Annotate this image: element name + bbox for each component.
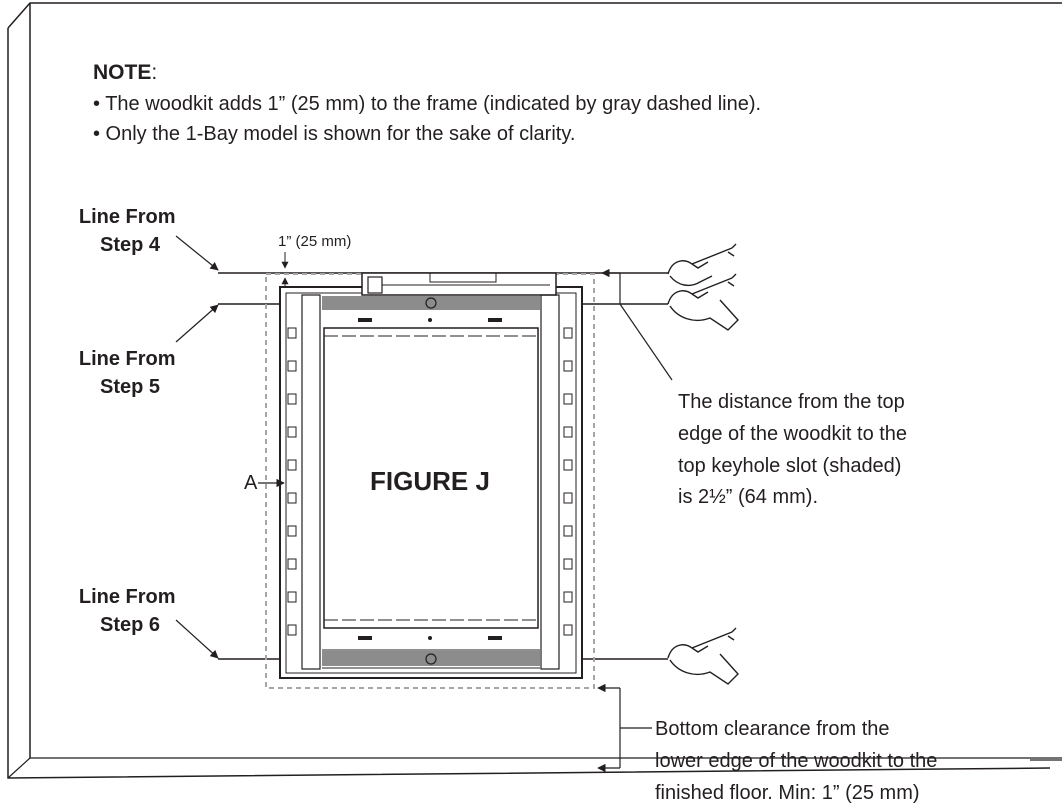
rail-stud xyxy=(563,360,573,372)
distance-note: The distance from the top edge of the wo… xyxy=(678,391,913,508)
note-title: NOTE xyxy=(93,61,151,84)
callout-step6: Line From Step 6 xyxy=(79,586,181,636)
pencil-hand-icon xyxy=(667,273,739,331)
rail-stud xyxy=(287,426,297,438)
rail-stud xyxy=(287,624,297,636)
wall-panel xyxy=(7,2,1062,779)
callout-leaders xyxy=(175,235,219,659)
rail-studs xyxy=(287,327,573,636)
dimension-top-label: 1” (25 mm) xyxy=(278,233,351,250)
rail-stud xyxy=(563,459,573,471)
rail-stud xyxy=(563,393,573,405)
label-a: A xyxy=(244,472,258,494)
callout-step5: Line From Step 5 xyxy=(79,348,181,398)
rail-stud xyxy=(563,624,573,636)
rail-stud xyxy=(287,492,297,504)
figure-label: FIGURE J xyxy=(370,466,490,496)
rail-stud xyxy=(563,558,573,570)
rail-stud xyxy=(563,426,573,438)
clearance-note: Bottom clearance from the lower edge of … xyxy=(655,718,943,804)
note-line-2: • Only the 1-Bay model is shown for the … xyxy=(93,123,575,145)
rail-stud xyxy=(287,393,297,405)
rail-stud xyxy=(287,360,297,372)
rail-stud xyxy=(287,525,297,537)
rail-stud xyxy=(563,525,573,537)
pencil-hand-icon xyxy=(667,243,737,287)
rail-stud xyxy=(287,591,297,603)
note-colon: : xyxy=(151,61,157,84)
bottom-clearance-dimension xyxy=(597,683,1062,773)
rail-stud xyxy=(563,327,573,339)
callout-step4: Line From Step 4 xyxy=(79,206,181,256)
svg-text:NOTE:: NOTE: xyxy=(93,61,157,84)
rail-stud xyxy=(563,492,573,504)
in-wall-frame xyxy=(279,272,583,679)
rail-stud xyxy=(563,591,573,603)
keyhole-slots xyxy=(322,296,540,666)
rail-stud xyxy=(287,459,297,471)
pencil-hand-icon xyxy=(667,627,739,685)
rail-stud xyxy=(287,558,297,570)
rail-stud xyxy=(287,327,297,339)
note-line-1: • The woodkit adds 1” (25 mm) to the fra… xyxy=(93,93,761,115)
